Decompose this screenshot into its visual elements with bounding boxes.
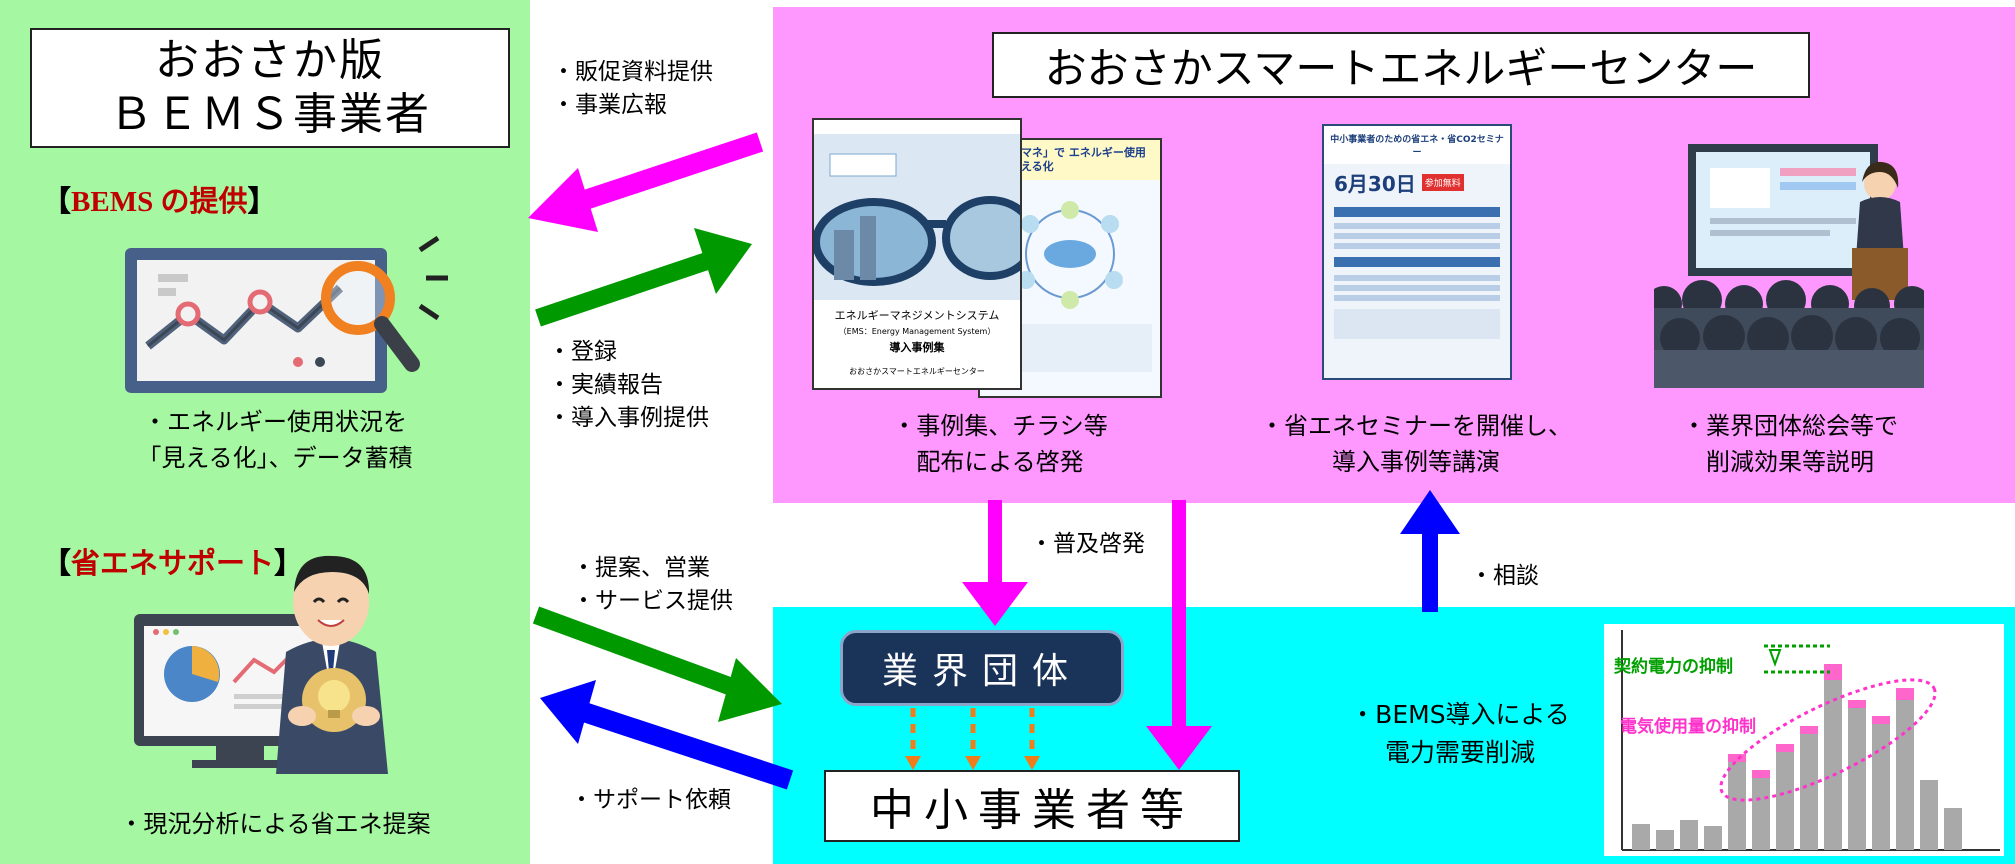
- flyer-network-graphic: [1017, 201, 1123, 309]
- section-support-heading: 【省エネサポート】: [42, 548, 304, 580]
- brochure-caption: ・事例集、チラシ等 配布による啓発: [892, 412, 1108, 476]
- industry-group-box: 業界団体: [840, 630, 1124, 706]
- blue-left-arrow-shaft: [580, 702, 794, 790]
- pink-left-arrow-label: ・販促資料提供 ・事業広報: [552, 59, 713, 118]
- pink-down-arrow2-head: [1146, 726, 1212, 770]
- green-upper-arrow-head: [694, 228, 752, 294]
- presentation-caption: ・業界団体総会等で 削減効果等説明: [1682, 412, 1898, 476]
- seminar-poster: 中小事業者のための省エネ・省CO2セミナー 6月30日 参加無料: [1322, 124, 1512, 380]
- green-lower-arrow-label: ・提案、営業 ・サービス提供: [572, 555, 733, 614]
- energy-center-title: おおさかスマートエネルギーセンター: [992, 32, 1810, 98]
- pink-left-arrow-head: [528, 168, 598, 232]
- blue-up-arrow-shaft: [1422, 530, 1438, 612]
- pink-down-arrow2-shaft: [1172, 500, 1186, 730]
- contract-power-label: 契約電力の抑制: [1614, 657, 1733, 677]
- support-caption: ・現況分析による省エネ提案: [119, 810, 431, 838]
- sme-box: 中小事業者等: [824, 770, 1240, 842]
- green-upper-arrow-label: ・登録 ・実績報告 ・導入事例提供: [548, 339, 709, 431]
- orange-dashed-arrows: [910, 708, 1035, 758]
- green-upper-arrow-shaft: [535, 251, 713, 327]
- reduction-caption: ・BEMS導入による 電力需要削減: [1350, 700, 1570, 767]
- brochure-glasses-graphic: [814, 120, 1020, 300]
- pink-down-arrow-label: ・普及啓発: [1030, 531, 1145, 557]
- pink-down-arrow1-head: [962, 582, 1028, 626]
- visualization-monitor-illustration: [125, 236, 448, 393]
- demand-reduction-chart: 契約電力の抑制 電気使用量の抑制: [1604, 624, 2004, 856]
- bems-caption: ・エネルギー使用状況を 「見える化」、データ蓄積: [137, 408, 413, 472]
- consultant-illustration: [134, 555, 388, 774]
- demand-chart-svg: [1621, 630, 2000, 851]
- blue-left-arrow-label: ・サポート依頼: [570, 787, 731, 813]
- blue-up-arrow-label: ・相談: [1470, 563, 1539, 589]
- green-lower-arrow-shaft: [532, 606, 744, 699]
- green-lower-arrow-head: [718, 658, 782, 722]
- section-bems-heading: 【BEMS の提供】: [42, 186, 277, 218]
- blue-up-arrow-head: [1400, 490, 1460, 534]
- pink-down-arrow1-shaft: [988, 500, 1002, 586]
- presentation-illustration: [1654, 144, 1924, 388]
- bems-provider-title: おおさか版 ＢＥＭＳ事業者: [30, 28, 510, 148]
- seminar-caption: ・省エネセミナーを開催し、 導入事例等講演: [1260, 412, 1572, 476]
- usage-label: 電気使用量の抑制: [1620, 717, 1756, 737]
- blue-left-arrow-head: [540, 680, 596, 744]
- case-study-brochure: エネルギーマネジメントシステム （EMS：Energy Management S…: [812, 118, 1022, 390]
- pink-left-arrow-shaft: [566, 132, 764, 215]
